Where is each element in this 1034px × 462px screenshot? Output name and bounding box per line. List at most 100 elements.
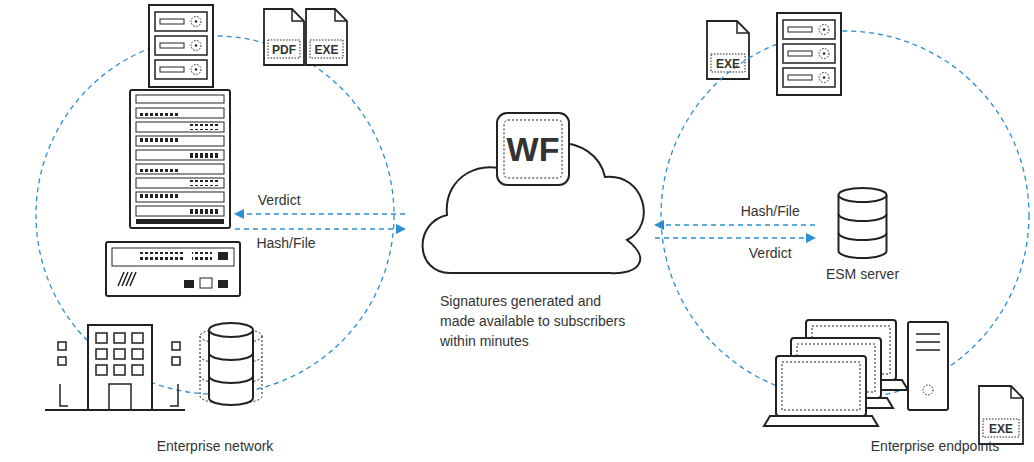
- database-top: [839, 188, 887, 202]
- file-tag: [983, 419, 1019, 437]
- network-appliance: [184, 280, 194, 288]
- database-cluster: [200, 323, 262, 405]
- database-server: ESM server: [815, 185, 910, 285]
- office-building: [96, 349, 107, 359]
- file-icon: PDF: [263, 8, 305, 66]
- database-cluster: [209, 353, 253, 383]
- tower-pc: [908, 322, 948, 410]
- file-fold: [335, 9, 347, 21]
- database-cluster: [209, 330, 253, 405]
- office-building: [58, 357, 66, 365]
- firewall-chassis: [190, 180, 220, 186]
- tower-pc: [916, 334, 940, 350]
- office-building: [109, 384, 131, 410]
- office-building: [96, 333, 107, 343]
- zone-heading: Enterprise endpoints: [871, 438, 999, 454]
- file-type: EXE: [314, 41, 338, 59]
- file-tag: [268, 40, 300, 58]
- file-fold: [292, 9, 304, 21]
- firewall-chassis: [190, 208, 220, 214]
- network-appliance: [140, 252, 185, 260]
- edge-label: Verdict: [255, 192, 304, 208]
- firewall-chassis: [136, 95, 224, 103]
- file-page: [979, 386, 1023, 444]
- file-fold: [737, 21, 749, 33]
- office-building: [114, 365, 125, 375]
- file-type: PDF: [272, 41, 296, 59]
- database-band: [839, 214, 887, 240]
- network-appliance: [218, 252, 228, 260]
- firewall-chassis: [136, 206, 224, 216]
- service-logo: WF: [507, 130, 560, 169]
- file-icon: EXE: [305, 8, 348, 66]
- edge-label: Hash/File: [253, 235, 318, 251]
- file-icon: EXE: [706, 20, 750, 80]
- zone-heading: Enterprise network: [157, 438, 274, 454]
- network-appliance: [106, 242, 240, 296]
- dashed-arrow: [235, 213, 405, 215]
- firewall-chassis: [190, 152, 220, 158]
- office-building: [170, 384, 178, 406]
- logo-box: [504, 120, 562, 178]
- dashed-arrow: [235, 228, 405, 230]
- edge-label: Hash/File: [738, 203, 803, 219]
- firewall-chassis: [136, 136, 224, 146]
- firewall-chassis: [136, 108, 224, 118]
- firewall-chassis: [140, 138, 180, 144]
- file-fold: [1011, 386, 1023, 398]
- network-appliance: [200, 278, 212, 288]
- cloud-service: [405, 95, 655, 285]
- server-rack: [777, 13, 841, 95]
- office-building: [172, 357, 180, 365]
- server-rack: [149, 5, 213, 87]
- firewall-chassis: [136, 219, 224, 224]
- file-type: EXE: [989, 420, 1013, 438]
- laptop: [764, 356, 878, 426]
- firewall-chassis: [140, 194, 180, 200]
- office-building: [45, 325, 185, 410]
- file-page: [707, 21, 749, 79]
- office-building: [172, 342, 180, 350]
- network-appliance: [106, 242, 240, 296]
- office-building: [132, 333, 143, 343]
- tower-pc: [923, 385, 933, 395]
- firewall-chassis: [130, 90, 230, 228]
- office-building: [88, 325, 152, 410]
- file-page: [306, 9, 347, 65]
- firewall-chassis: [190, 124, 220, 130]
- office-building: [96, 365, 107, 375]
- office-building: [60, 384, 68, 406]
- database-cluster: [209, 323, 253, 337]
- office-building: [132, 349, 143, 359]
- firewall-chassis: [136, 150, 224, 160]
- firewall-chassis: [136, 192, 224, 202]
- firewall-chassis: [136, 122, 224, 132]
- file-icon: [263, 8, 305, 66]
- file-icon: [305, 8, 348, 66]
- network-appliance: [218, 280, 228, 288]
- file-type: EXE: [716, 55, 740, 73]
- file-page: [264, 9, 304, 65]
- file-tag: [711, 54, 745, 72]
- firewall-chassis: [140, 166, 180, 172]
- firewall-chassis: [140, 110, 180, 116]
- database-body: [839, 195, 887, 258]
- office-building: [114, 333, 125, 343]
- cloud-service: WF: [405, 95, 655, 285]
- network-appliance: [112, 248, 234, 266]
- firewall-chassis: [136, 164, 224, 174]
- office-building: [58, 342, 66, 350]
- logo-box: [497, 113, 569, 185]
- tower-pc: [908, 322, 948, 410]
- edge-label: Verdict: [746, 245, 795, 261]
- note-text: Signatures generated and made available …: [440, 291, 630, 351]
- file-icon: EXE: [978, 385, 1024, 445]
- firewall-chassis: [130, 90, 230, 228]
- server-label: ESM server: [826, 266, 899, 282]
- network-appliance: [192, 252, 212, 260]
- file-tag: [310, 40, 343, 58]
- firewall-chassis: [136, 178, 224, 188]
- office-building: [132, 365, 143, 375]
- office-building: [114, 349, 125, 359]
